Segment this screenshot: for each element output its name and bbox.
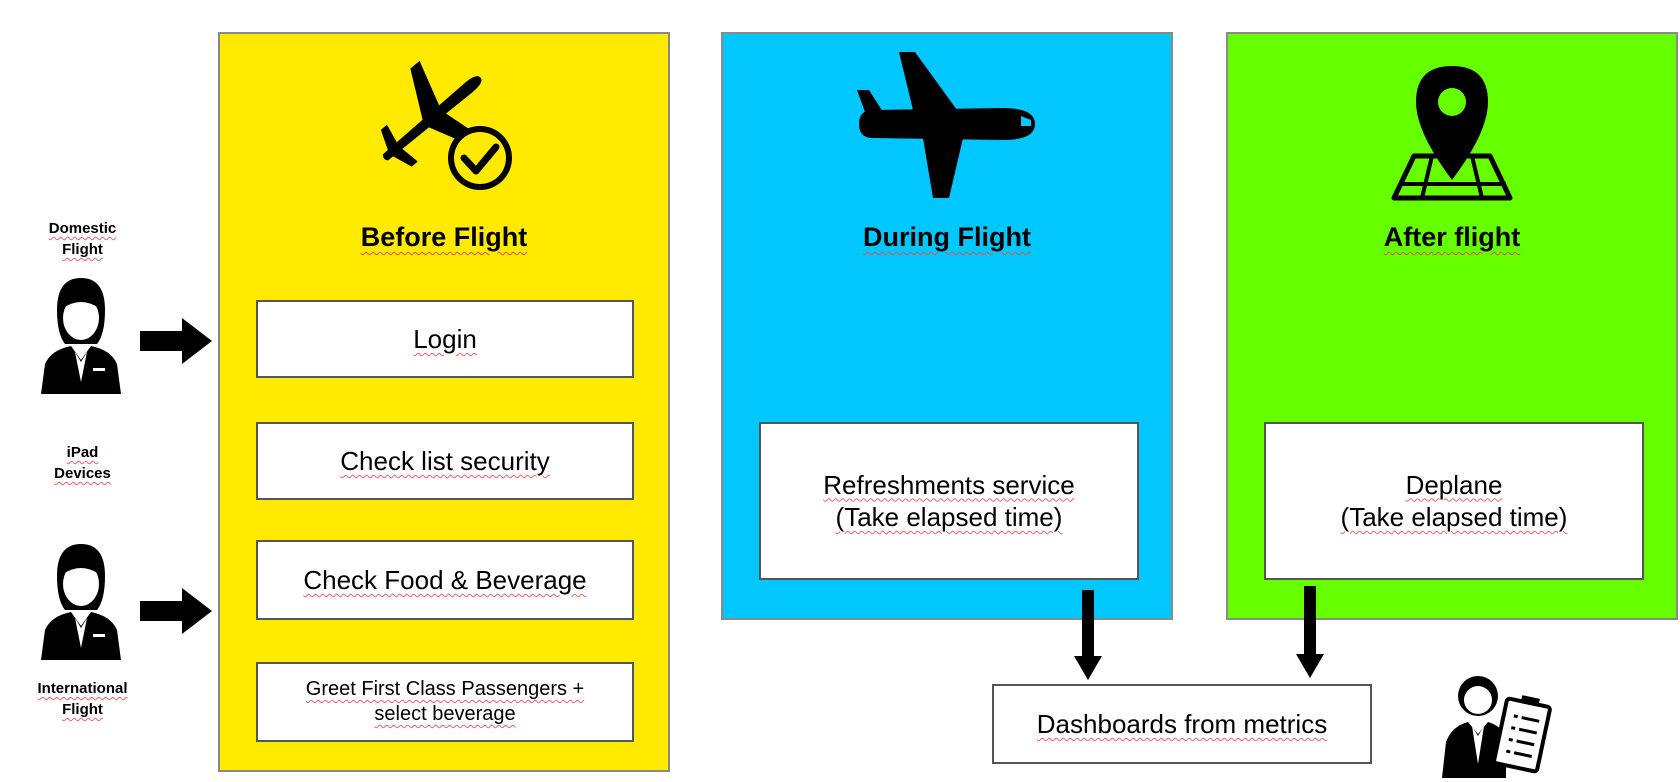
login-step: Login xyxy=(256,300,634,378)
check-food-beverage-step-label: Check Food & Beverage xyxy=(303,564,587,595)
greet-passengers-step: Greet First Class Passengers + select be… xyxy=(256,662,634,742)
domestic-flight-label: Domestic Flight xyxy=(48,220,117,258)
flight-attendant-icon xyxy=(35,538,127,660)
during-flight-title: During Flight xyxy=(863,222,1031,252)
arrow-down-after xyxy=(1294,586,1326,678)
refreshments-service-step-label: Refreshments service (Take elapsed time) xyxy=(823,469,1075,533)
after-flight-panel: After flight Deplane (Take elapsed time) xyxy=(1226,32,1678,620)
check-food-beverage-step: Check Food & Beverage xyxy=(256,540,634,620)
arrow-right-domestic xyxy=(140,318,212,364)
arrow-down-during xyxy=(1072,590,1104,680)
deplane-step: Deplane (Take elapsed time) xyxy=(1264,422,1644,580)
dashboards-box: Dashboards from metrics xyxy=(992,684,1372,764)
arrow-right-international xyxy=(140,588,212,634)
after-flight-title: After flight xyxy=(1383,222,1521,252)
during-flight-panel: During Flight Refreshments service (Take… xyxy=(721,32,1173,620)
airplane-check-icon xyxy=(368,58,518,198)
refreshments-service-step: Refreshments service (Take elapsed time) xyxy=(759,422,1139,580)
ipad-devices-label: iPad Devices xyxy=(54,444,111,482)
flight-attendant-icon xyxy=(35,272,127,394)
airplane-icon xyxy=(853,46,1043,206)
manager-checklist-icon xyxy=(1440,668,1558,778)
checklist-security-step-label: Check list security xyxy=(340,445,550,476)
before-flight-panel: Before Flight Login Check list security … xyxy=(218,32,670,772)
map-pin-icon xyxy=(1386,62,1518,202)
deplane-step-label: Deplane (Take elapsed time) xyxy=(1340,469,1568,533)
international-flight-label: International Flight xyxy=(37,680,128,718)
before-flight-title: Before Flight xyxy=(360,222,528,252)
greet-passengers-step-label: Greet First Class Passengers + select be… xyxy=(305,678,585,725)
login-step-label: Login xyxy=(413,323,477,354)
checklist-security-step: Check list security xyxy=(256,422,634,500)
dashboards-label: Dashboards from metrics xyxy=(1036,708,1328,739)
